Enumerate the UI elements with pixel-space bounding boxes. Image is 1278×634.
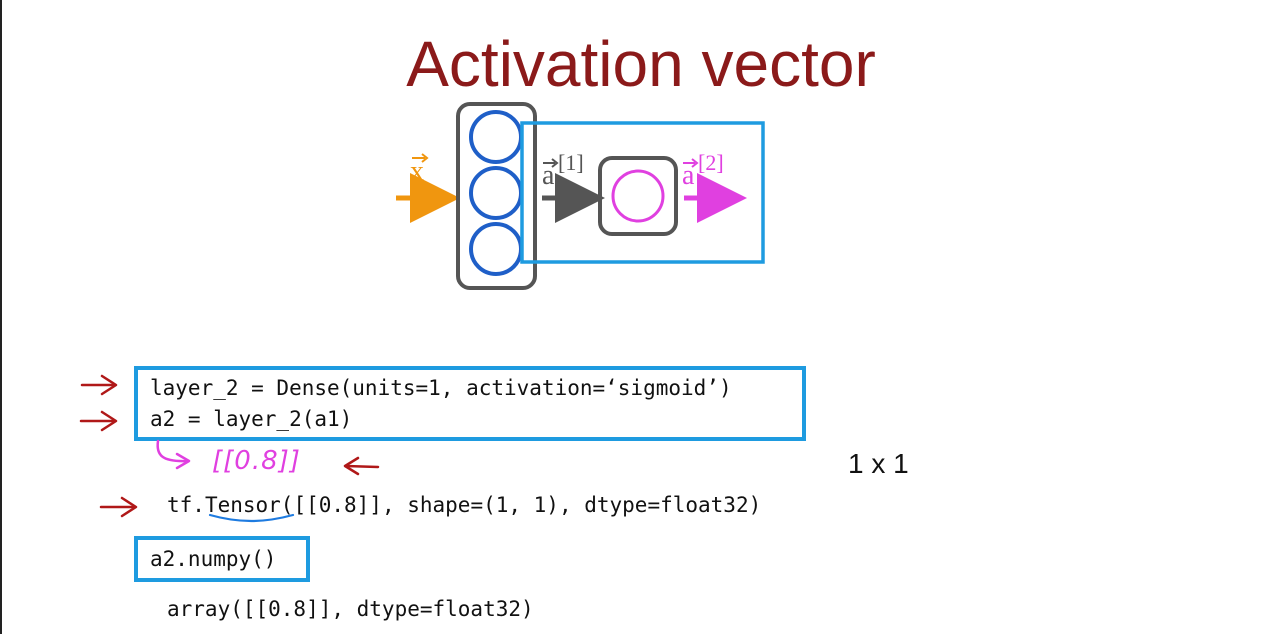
code-line-apply: a2 = layer_2(a1) [150, 407, 353, 431]
output-activation-label: a [2] [682, 150, 724, 191]
pointer-arrow-tensor-icon [99, 496, 138, 518]
hidden-activation-label: a [1] [542, 150, 584, 191]
tensor-rest: ([[0.8]], shape=(1, 1), dtype=float32) [280, 493, 762, 517]
code-line-dense: layer_2 = Dense(units=1, activation=‘sig… [150, 376, 732, 400]
code-box-numpy [134, 536, 310, 582]
handwritten-result: [[0.8]] [212, 446, 301, 476]
tensor-name: Tensor [204, 493, 281, 517]
a2-superscript: [2] [698, 150, 724, 175]
network-diagram: x a [1] a [2] [396, 102, 765, 290]
a2-text: a [682, 160, 695, 191]
shape-note: 1 x 1 [848, 448, 909, 479]
tensor-output-line: tf.Tensor([[0.8]], shape=(1, 1), dtype=f… [167, 492, 761, 518]
tensor-underline [208, 513, 295, 523]
pointer-arrow-apply-icon [79, 410, 118, 432]
layer-2-frame [598, 156, 678, 236]
array-output-line: array([[0.8]], dtype=float32) [167, 597, 534, 621]
layer-2-highlight-box [520, 121, 765, 264]
code-line-numpy: a2.numpy() [150, 547, 277, 571]
pointer-arrow-result-icon [343, 456, 380, 476]
code-box-dense-layer [134, 366, 806, 441]
slide-title: Activation vector [406, 28, 876, 100]
a1-superscript: [1] [558, 150, 584, 175]
output-unit [611, 169, 665, 223]
tensor-prefix: tf. [167, 493, 205, 517]
layer-1-frame [456, 102, 537, 290]
pointer-arrow-dense-icon [80, 374, 118, 396]
result-hook-arrow-icon [156, 439, 191, 470]
a1-text: a [542, 160, 555, 191]
